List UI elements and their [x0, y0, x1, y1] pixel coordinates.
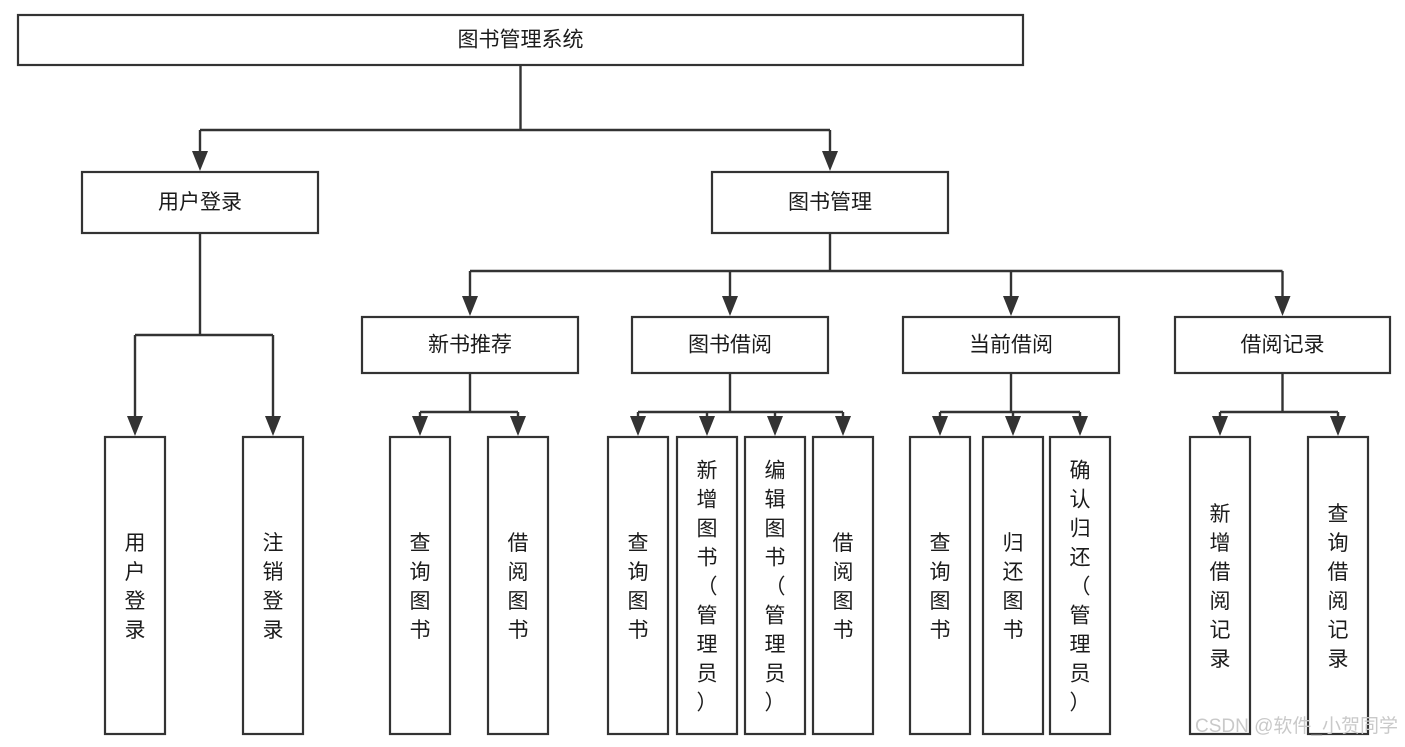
- node-leaf-borrow-book-2[interactable]: 借阅图书: [811, 435, 875, 736]
- node-label-root: 图书管理系统: [458, 29, 584, 52]
- arrow-head-book-borrow: [722, 296, 738, 316]
- node-leaf-query-book-2[interactable]: 查询图书: [606, 435, 670, 736]
- node-current-borrow[interactable]: 当前借阅: [901, 315, 1121, 375]
- node-box-leaf-logout: [241, 435, 305, 736]
- node-box-book-borrow: [630, 315, 830, 375]
- node-label-current-borrow: 当前借阅: [969, 334, 1053, 357]
- arrow-head-leaf-add-book: [699, 416, 715, 436]
- csdn-watermark: CSDN @软件_小贺同学: [1195, 715, 1398, 737]
- node-user-login[interactable]: 用户登录: [80, 170, 320, 235]
- node-box-leaf-query-book-2: [606, 435, 670, 736]
- node-box-leaf-borrow-book-2: [811, 435, 875, 736]
- arrow-head-leaf-query-book-1: [412, 416, 428, 436]
- node-label-leaf-add-record: 新增借阅记录: [1210, 503, 1231, 671]
- node-leaf-add-record[interactable]: 新增借阅记录: [1188, 435, 1252, 736]
- arrow-head-leaf-confirm-return: [1072, 416, 1088, 436]
- node-box-leaf-add-book: [675, 435, 739, 736]
- node-leaf-confirm-return[interactable]: 确认归还（管理员）: [1048, 435, 1112, 736]
- node-box-leaf-add-record: [1188, 435, 1252, 736]
- arrow-head-leaf-query-book-2: [630, 416, 646, 436]
- node-leaf-add-book[interactable]: 新增图书（管理员）: [675, 435, 739, 736]
- node-book-borrow[interactable]: 图书借阅: [630, 315, 830, 375]
- arrow-head-borrow-record: [1274, 296, 1291, 316]
- arrow-head-leaf-query-record: [1330, 416, 1346, 436]
- node-leaf-borrow-book-1[interactable]: 借阅图书: [486, 435, 550, 736]
- arrow-head-leaf-add-record: [1212, 416, 1228, 436]
- node-leaf-query-record[interactable]: 查询借阅记录: [1306, 435, 1370, 736]
- node-leaf-query-book-1[interactable]: 查询图书: [388, 435, 452, 736]
- node-label-leaf-query-book-2: 查询图书: [628, 532, 649, 642]
- node-box-current-borrow: [901, 315, 1121, 375]
- node-box-leaf-query-record: [1306, 435, 1370, 736]
- node-box-leaf-query-book-3: [908, 435, 972, 736]
- node-leaf-edit-book[interactable]: 编辑图书（管理员）: [743, 435, 807, 736]
- arrow-head-user-login: [192, 151, 208, 171]
- node-label-leaf-edit-book: 编辑图书（管理员）: [765, 460, 786, 715]
- node-box-leaf-query-book-1: [388, 435, 452, 736]
- arrow-head-leaf-return-book: [1005, 416, 1021, 436]
- node-leaf-return-book[interactable]: 归还图书: [981, 435, 1045, 736]
- arrow-head-new-book-recommend: [462, 296, 478, 316]
- node-box-borrow-record: [1173, 315, 1392, 375]
- node-label-book-management: 图书管理: [788, 191, 872, 214]
- node-box-leaf-borrow-book-1: [486, 435, 550, 736]
- node-label-leaf-add-book: 新增图书（管理员）: [697, 460, 718, 715]
- node-label-new-book-recommend: 新书推荐: [428, 334, 512, 357]
- node-label-book-borrow: 图书借阅: [688, 334, 772, 357]
- node-box-leaf-return-book: [981, 435, 1045, 736]
- node-leaf-user-login[interactable]: 用户登录: [103, 435, 167, 736]
- arrow-head-leaf-borrow-book-2: [835, 416, 851, 436]
- arrow-head-leaf-logout: [265, 416, 281, 436]
- node-label-leaf-borrow-book-1: 借阅图书: [508, 532, 529, 642]
- node-label-leaf-logout: 注销登录: [263, 532, 284, 642]
- arrow-head-leaf-user-login: [127, 416, 143, 436]
- node-book-management[interactable]: 图书管理: [710, 170, 950, 235]
- node-label-leaf-user-login: 用户登录: [125, 532, 146, 642]
- node-box-book-management: [710, 170, 950, 235]
- node-box-user-login: [80, 170, 320, 235]
- node-new-book-recommend[interactable]: 新书推荐: [360, 315, 580, 375]
- node-leaf-query-book-3[interactable]: 查询图书: [908, 435, 972, 736]
- connector-layer: [127, 65, 1346, 436]
- arrow-head-leaf-borrow-book-1: [510, 416, 526, 436]
- arrow-head-book-management: [822, 151, 838, 171]
- arrow-head-leaf-edit-book: [767, 416, 783, 436]
- node-layer: 图书管理系统用户登录图书管理新书推荐图书借阅当前借阅借阅记录用户登录注销登录查询…: [16, 13, 1392, 736]
- node-box-leaf-confirm-return: [1048, 435, 1112, 736]
- node-box-root: [16, 13, 1025, 67]
- node-borrow-record[interactable]: 借阅记录: [1173, 315, 1392, 375]
- node-label-leaf-borrow-book-2: 借阅图书: [833, 532, 854, 642]
- node-box-leaf-user-login: [103, 435, 167, 736]
- arrow-head-leaf-query-book-3: [932, 416, 948, 436]
- node-label-leaf-query-book-1: 查询图书: [410, 532, 431, 642]
- node-leaf-logout[interactable]: 注销登录: [241, 435, 305, 736]
- node-label-leaf-confirm-return: 确认归还（管理员）: [1070, 460, 1091, 715]
- arrow-head-current-borrow: [1003, 296, 1019, 316]
- node-label-user-login: 用户登录: [158, 191, 242, 214]
- node-label-leaf-query-book-3: 查询图书: [930, 532, 951, 642]
- node-box-new-book-recommend: [360, 315, 580, 375]
- node-label-borrow-record: 借阅记录: [1241, 334, 1325, 357]
- node-label-leaf-return-book: 归还图书: [1003, 532, 1024, 642]
- node-box-leaf-edit-book: [743, 435, 807, 736]
- node-label-leaf-query-record: 查询借阅记录: [1328, 503, 1349, 671]
- node-root[interactable]: 图书管理系统: [16, 13, 1025, 67]
